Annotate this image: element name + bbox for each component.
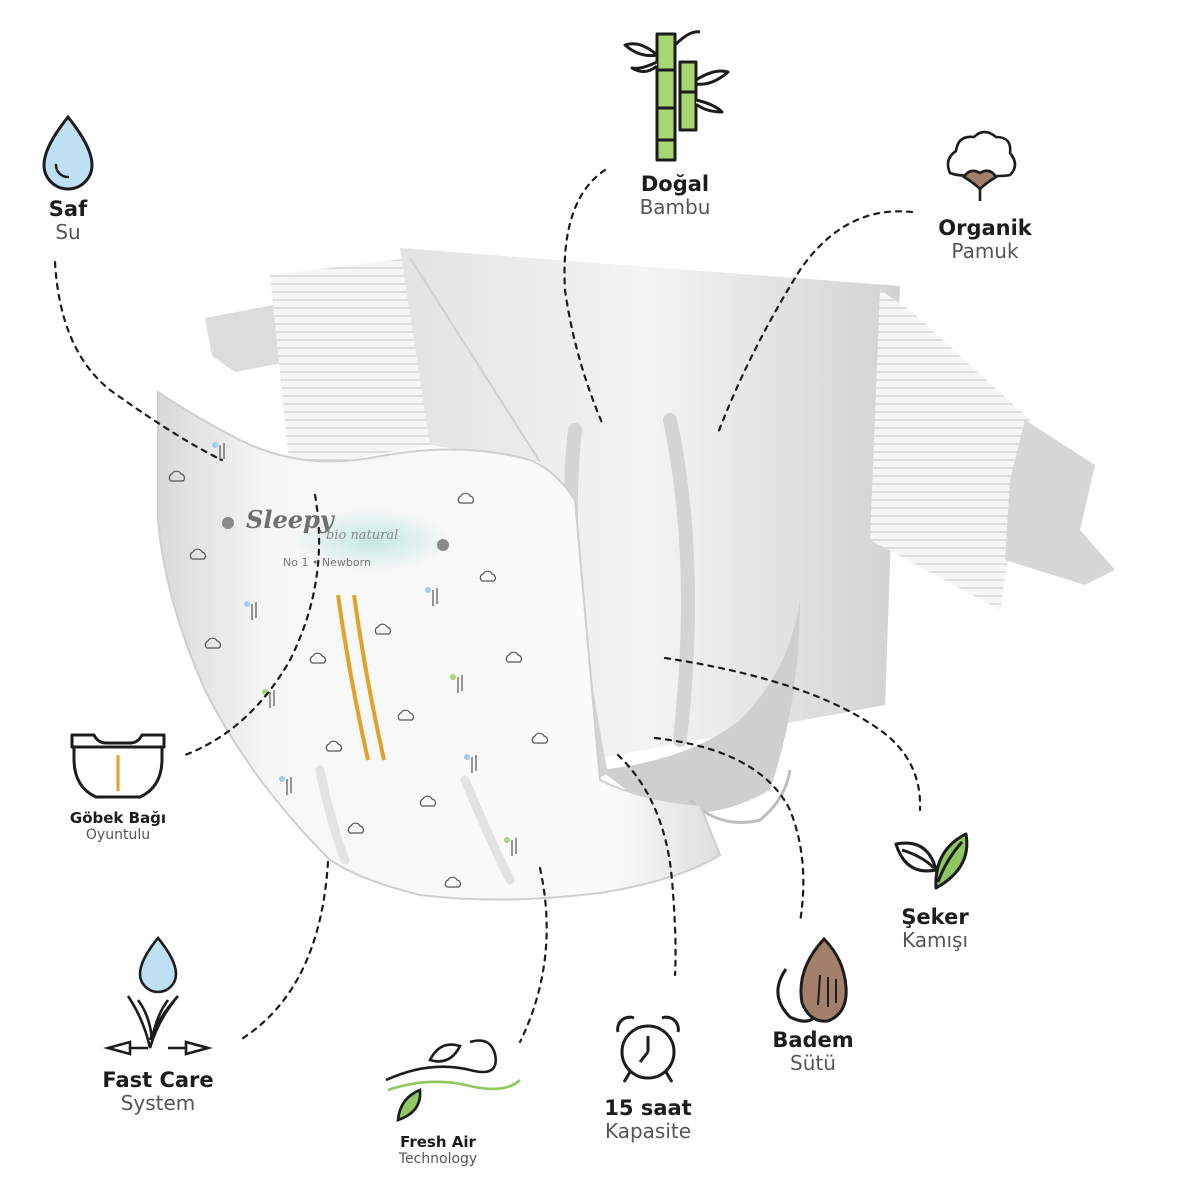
leader-organik-pamuk xyxy=(716,210,914,435)
almond-icon xyxy=(776,936,848,1023)
feature-subtitle: Bambu xyxy=(639,195,711,220)
feature-subtitle: Kapasite xyxy=(604,1119,692,1144)
feature-subtitle: Su xyxy=(55,220,81,245)
feature-badem-sutu: Badem Sütü xyxy=(758,1028,868,1075)
diaper-front-shell xyxy=(157,390,722,901)
feature-subtitle: Pamuk xyxy=(951,239,1019,264)
feature-fast-care: Fast Care System xyxy=(88,1068,228,1115)
cotton-flower-icon xyxy=(946,130,1017,201)
feature-subtitle: System xyxy=(120,1091,196,1116)
leaves-icon xyxy=(894,832,969,890)
water-drop-icon xyxy=(42,114,94,191)
leader-fast-care xyxy=(238,860,330,1042)
diaper-navel-cutout-icon xyxy=(70,733,166,799)
feature-title: 15 saat xyxy=(604,1096,692,1120)
feature-saf-su: Saf Su xyxy=(18,197,118,244)
drop-absorption-arrows-icon xyxy=(103,935,213,1056)
leader-15-saat xyxy=(616,753,677,977)
feature-dogal-bambu: Doğal Bambu xyxy=(615,172,735,219)
leader-gobek-bagi xyxy=(183,493,321,757)
feature-subtitle: Sütü xyxy=(790,1051,836,1076)
feature-title: Organik xyxy=(938,216,1032,240)
sub-brand-wordmark: bio natural xyxy=(326,528,399,543)
feature-title: Fresh Air xyxy=(400,1133,476,1151)
feature-15-saat: 15 saat Kapasite xyxy=(588,1096,708,1143)
feature-subtitle: Technology xyxy=(398,1151,478,1168)
alarm-clock-icon xyxy=(616,1015,680,1083)
leader-dogal-bambu xyxy=(563,168,607,427)
diaper-print-pattern xyxy=(168,442,548,888)
feature-title: Fast Care xyxy=(102,1068,214,1092)
feature-title: Şeker xyxy=(901,905,969,929)
feature-title: Doğal xyxy=(640,172,710,196)
leader-badem-sutu xyxy=(653,736,805,924)
feature-subtitle: Kamışı xyxy=(901,928,969,953)
left-back-waistband xyxy=(270,258,430,470)
leader-fresh-air xyxy=(518,866,548,1044)
inner-back-panel xyxy=(400,248,900,760)
feature-title: Badem xyxy=(772,1028,854,1052)
wetness-indicator xyxy=(336,594,370,761)
feature-title: Göbek Bağı xyxy=(69,809,167,827)
bamboo-icon xyxy=(623,30,730,162)
feature-gobek-bagi: Göbek Bağı Oyuntulu xyxy=(58,809,178,844)
feature-subtitle: Oyuntulu xyxy=(85,827,151,844)
feature-title: Saf xyxy=(48,197,88,221)
leader-lines xyxy=(53,168,922,1044)
feature-organik-pamuk: Organik Pamuk xyxy=(920,216,1050,263)
brand-wordmark: Sleepy xyxy=(246,505,334,534)
airflow-leaves-icon xyxy=(385,1039,521,1122)
right-fastening-tab xyxy=(1005,420,1115,585)
size-label: No 1 • Newborn xyxy=(283,556,371,569)
right-back-waistband xyxy=(870,290,1030,610)
leader-seker-kamisi xyxy=(663,656,922,812)
feature-seker-kamisi: Şeker Kamışı xyxy=(880,905,990,952)
leader-saf-su xyxy=(53,260,224,462)
feature-fresh-air: Fresh Air Technology xyxy=(368,1133,508,1168)
diaper-product-image xyxy=(157,248,1115,901)
